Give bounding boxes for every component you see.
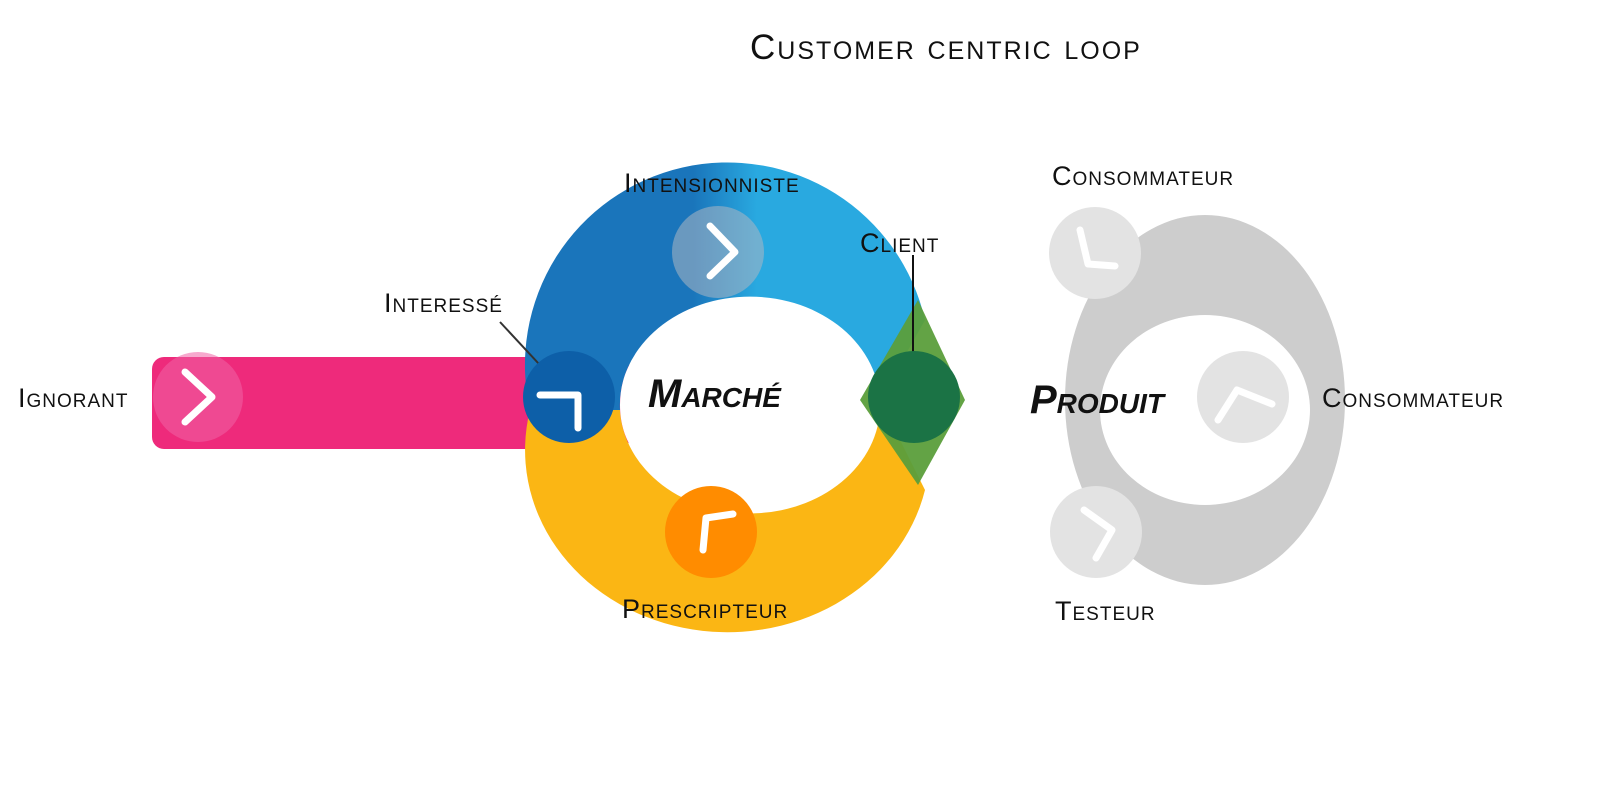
ignorant-entry-bar [152,357,630,449]
label-consommateur-top: Consommateur [1052,161,1235,191]
label-marche: Marché [648,372,781,416]
label-ignorant: Ignorant [18,383,129,413]
intensionniste-marker [672,206,764,298]
label-client: Client [860,228,940,258]
consommateur-top-marker [1049,207,1141,299]
testeur-marker [1050,486,1142,578]
label-testeur: Testeur [1055,596,1156,626]
interesse-marker [523,351,615,443]
prescripteur-marker [665,486,757,578]
label-intensionniste: Intensionniste [624,168,800,198]
consommateur-right-marker [1197,351,1289,443]
ignorant-marker [153,352,243,442]
label-consommateur-right: Consommateur [1322,383,1505,413]
marche-inner-hole [620,315,880,490]
diagram-title: Customer centric loop [750,28,1142,67]
produit-loop [1065,215,1345,585]
label-produit: Produit [1030,378,1165,422]
label-prescripteur: Prescripteur [622,594,789,624]
client-marker [868,351,960,443]
label-interesse: Interessé [384,288,503,318]
